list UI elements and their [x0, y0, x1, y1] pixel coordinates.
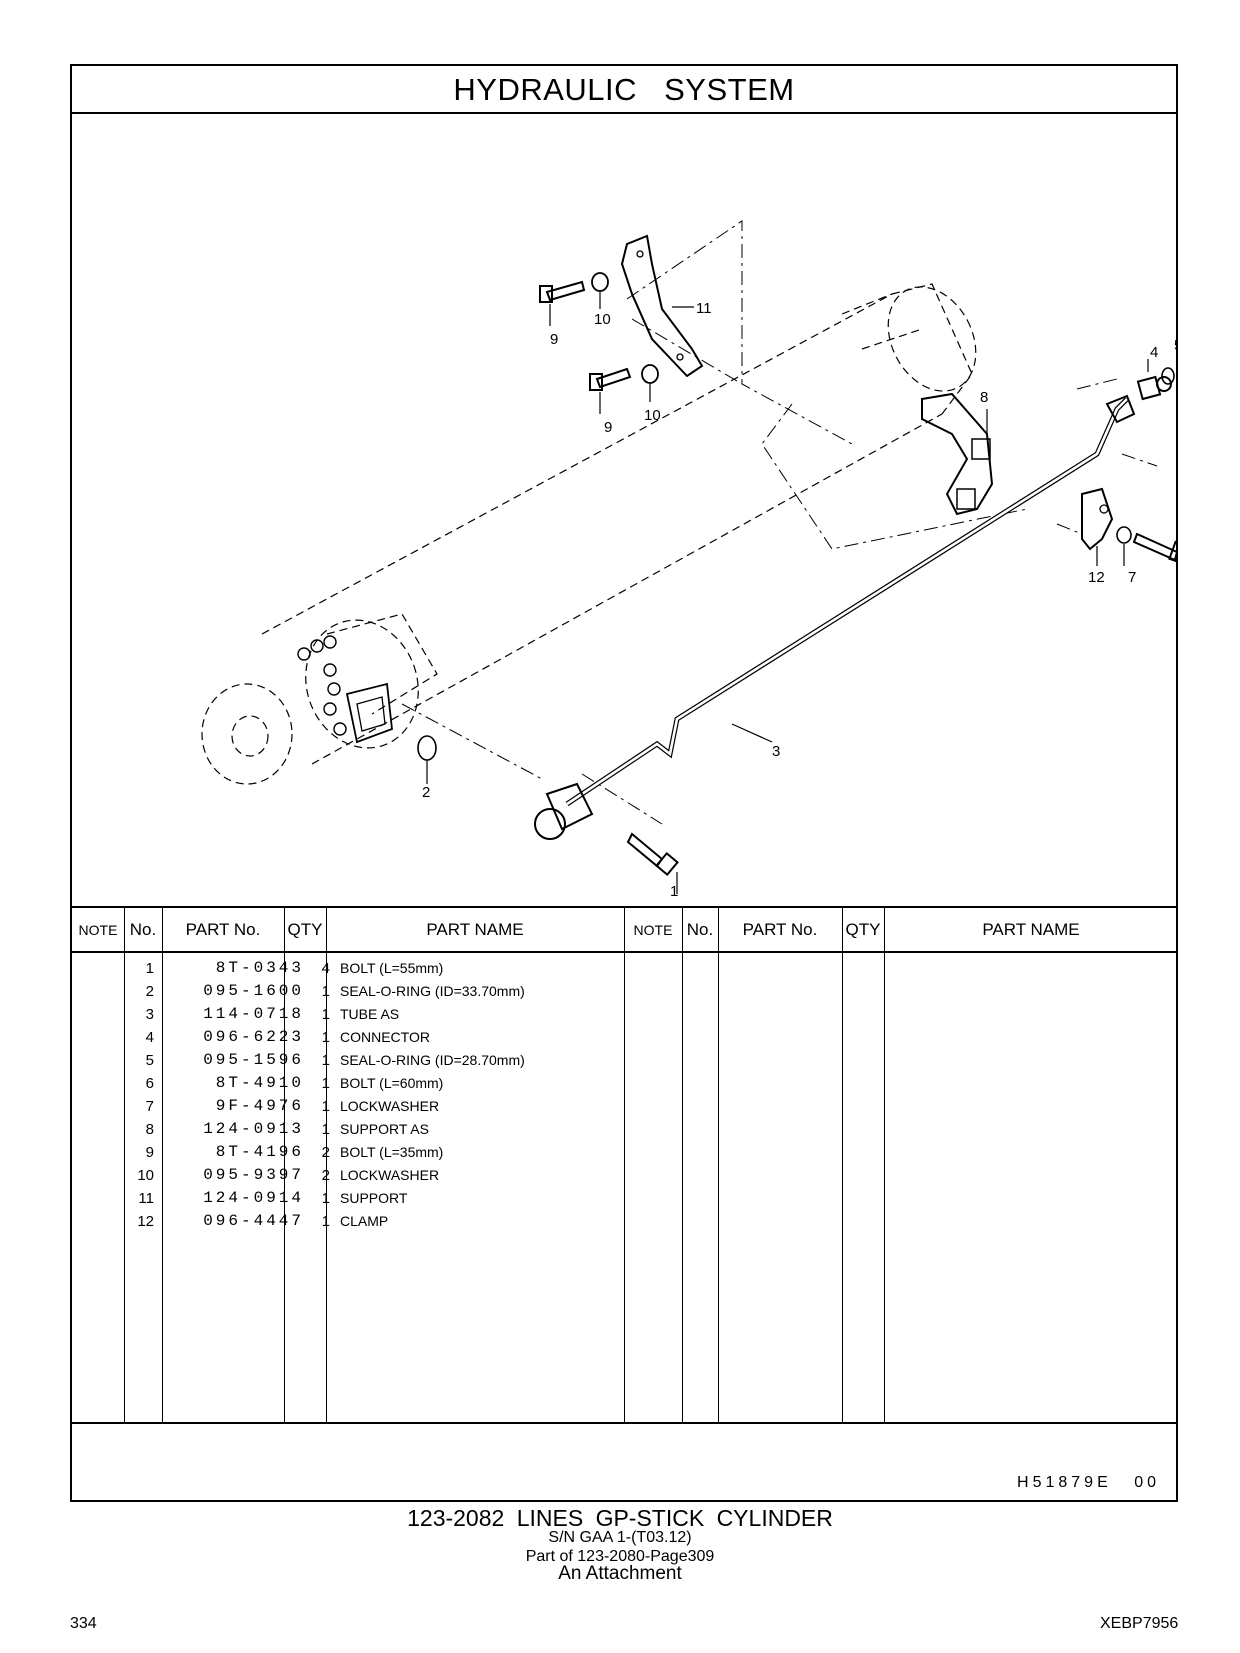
header-no-right: No.: [686, 919, 714, 939]
page-title: HYDRAULIC SYSTEM: [72, 66, 1176, 114]
callout-2: 2: [422, 784, 430, 801]
callout-10a: 10: [594, 311, 611, 328]
callout-8: 8: [980, 389, 988, 406]
caption-part-of: Part of 123-2080-Page309: [525, 1548, 715, 1565]
callout-11: 11: [696, 300, 712, 317]
col-divider: [326, 908, 327, 1424]
col-divider: [284, 908, 285, 1424]
callout-12: 12: [1088, 569, 1105, 586]
col-divider: [124, 908, 125, 1424]
callout-3: 3: [772, 743, 780, 760]
header-part-no-right: PART No.: [742, 919, 818, 939]
col-divider: [624, 908, 625, 1424]
header-part-name-left: PART NAME: [426, 919, 524, 939]
callout-10b: 10: [644, 407, 661, 424]
exploded-view-illustration: 1 2 3 4 5 6 7 8 9 9 10 10 11 12: [72, 114, 1176, 908]
col-divider: [162, 908, 163, 1424]
drawing-number: H51879E 00: [1017, 1474, 1160, 1491]
parts-page-frame: HYDRAULIC SYSTEM: [70, 64, 1178, 1502]
page-number: 334: [70, 1615, 97, 1632]
header-part-no-left: PART No.: [185, 919, 261, 939]
callout-5: 5: [1174, 337, 1176, 354]
header-qty-right: QTY: [845, 919, 881, 939]
header-qty-left: QTY: [287, 919, 323, 939]
callout-7: 7: [1128, 569, 1136, 586]
parts-table-header: NOTE No. PART No. QTY PART NAME NOTE No.…: [72, 908, 1176, 953]
header-no-left: No.: [129, 919, 157, 939]
callout-9a: 9: [550, 331, 558, 348]
caption-title: 123-2082 LINES GP-STICK CYLINDER: [407, 1505, 833, 1531]
callout-4: 4: [1150, 344, 1158, 361]
caption-attachment: An Attachment: [558, 1563, 682, 1584]
document-number: XEBP7956: [1100, 1615, 1179, 1632]
col-divider: [842, 908, 843, 1424]
col-divider: [682, 908, 683, 1424]
callout-1: 1: [670, 883, 678, 900]
header-note-right: NOTE: [633, 921, 673, 938]
col-divider: [884, 908, 885, 1424]
col-divider: [718, 908, 719, 1424]
caption-serial: S/N GAA 1-(T03.12): [548, 1529, 692, 1546]
hydraulic-diagram: 1 2 3 4 5 6 7 8 9 9 10 10 11 12: [201, 220, 1176, 900]
callout-9b: 9: [604, 419, 612, 436]
header-note-left: NOTE: [78, 921, 118, 938]
header-part-name-right: PART NAME: [982, 919, 1080, 939]
